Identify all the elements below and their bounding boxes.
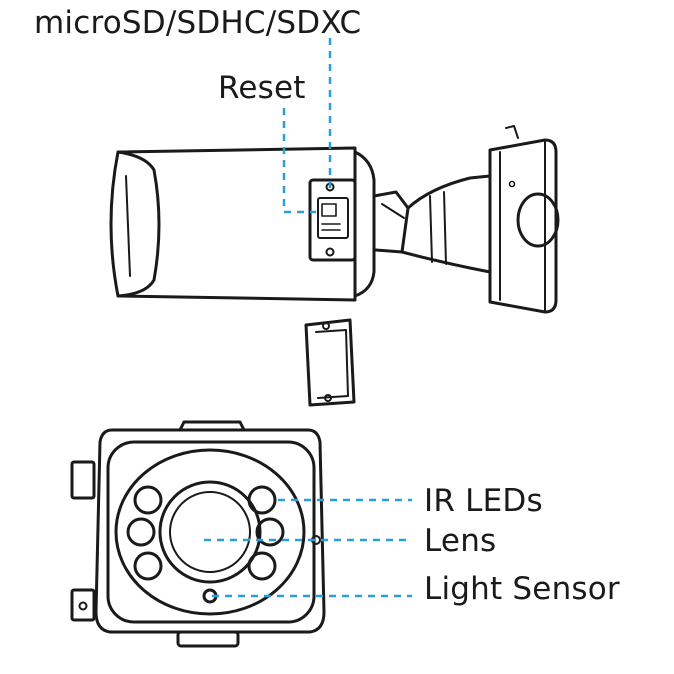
junction-box: [488, 125, 560, 314]
microsd-label: microSD/SDHC/SDXC: [34, 5, 362, 41]
reset-label: Reset: [218, 70, 306, 106]
leader-lines: [204, 38, 412, 598]
camera-front-view: [70, 420, 326, 648]
lens-label: Lens: [424, 523, 497, 559]
ir-led-group: [126, 485, 285, 581]
ir-leds-label: IR LEDs: [424, 483, 543, 519]
bracket-arm: [372, 174, 492, 274]
light-sensor-label: Light Sensor: [424, 571, 620, 607]
camera-housing-side: [109, 146, 376, 302]
sd-card-cover: [304, 318, 356, 407]
reset-leader: [282, 108, 316, 214]
